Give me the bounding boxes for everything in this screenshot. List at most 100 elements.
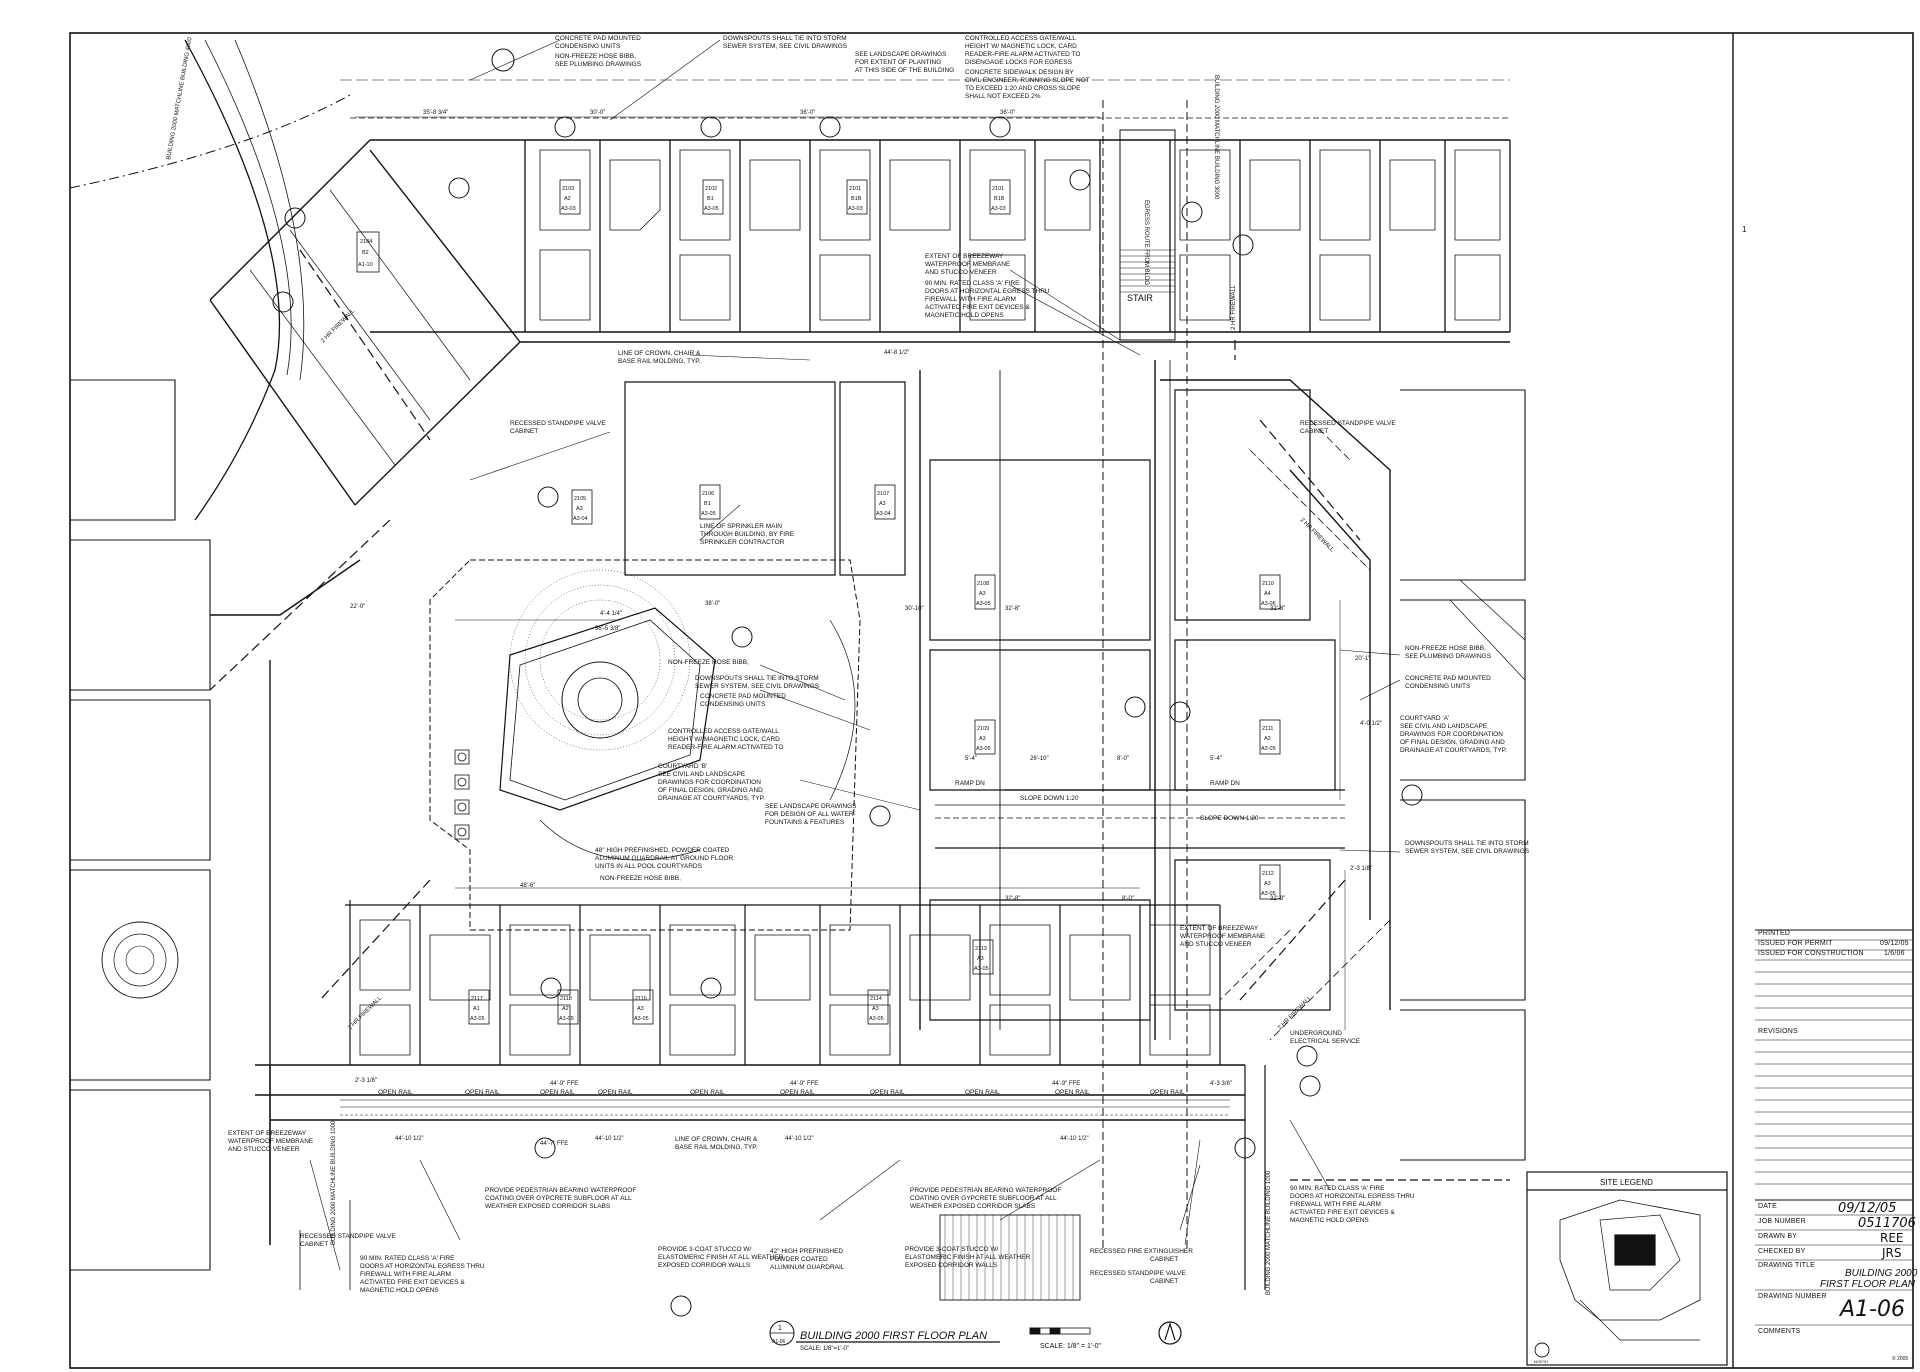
note-text: DOORS AT HORIZONTAL EGRESS THRU (925, 288, 1050, 295)
svg-text:SEWER SYSTEM, SEE CIVIL DRAWIN: SEWER SYSTEM, SEE CIVIL DRAWINGS (723, 43, 848, 50)
comments-label: COMMENTS (1758, 1328, 1801, 1335)
open-rail (340, 1099, 1230, 1116)
tag-text: A3 (576, 506, 583, 512)
dimension-text: 35'-8 3/4" 30'-0" 36'-0" 36'-0" 38'-0" 4… (350, 110, 1382, 1147)
slope-label: SLOPE DOWN 1:20 (1020, 795, 1079, 802)
note-text: ACTIVATED FIRE EXIT DEVICES & (1290, 1209, 1395, 1216)
svg-text:DRAINAGE AT COURTYARDS, TYP.: DRAINAGE AT COURTYARDS, TYP. (658, 795, 765, 802)
tag-text: 22'-0" (350, 604, 365, 610)
left-units (70, 379, 211, 1271)
svg-text:MAGNETIC HOLD OPENS: MAGNETIC HOLD OPENS (925, 312, 1004, 319)
svg-text:SEE CIVIL AND LANDSCAPE: SEE CIVIL AND LANDSCAPE (1400, 723, 1488, 730)
matchline-label: BUILDING 2000 MATCHLINE BUILDING 4000 (166, 36, 194, 160)
svg-text:OPEN RAIL: OPEN RAIL (540, 1089, 575, 1096)
top-wing-outline (370, 139, 1510, 343)
tag-text: 2103 (562, 186, 574, 192)
note-text: CONDENSING UNITS (1405, 683, 1471, 690)
site-legend-title: SITE LEGEND (1600, 1178, 1653, 1187)
svg-text:COATING OVER GYPCRETE SUBFLOOR: COATING OVER GYPCRETE SUBFLOOR AT ALL (485, 1195, 632, 1202)
tag-text: 5'-4" (1210, 756, 1222, 762)
firewall-label: 2 HR FIREWALL (320, 308, 357, 345)
checked-by-value: JRS (1882, 1246, 1902, 1260)
note-text: ELASTOMERIC FINISH AT ALL WEATHER (905, 1254, 1031, 1261)
svg-text:HEIGHT W/ MAGNETIC LOCK, CARD: HEIGHT W/ MAGNETIC LOCK, CARD (965, 43, 1077, 50)
tag-text: 32'-8" (1270, 606, 1285, 612)
note-text: SEE LANDSCAPE DRAWINGS (765, 803, 857, 810)
note-text: POWDER COATED (770, 1256, 828, 1263)
tag-text: A3-05 (976, 746, 991, 752)
svg-text:EXTENT OF BREEZEWAY: EXTENT OF BREEZEWAY (228, 1130, 307, 1137)
svg-text:FIREWALL WITH FIRE ALARM: FIREWALL WITH FIRE ALARM (1290, 1201, 1381, 1208)
note-text: SPRINKLER CONTRACTOR (700, 539, 785, 546)
note-text: FOUNTAINS & FEATURES (765, 819, 845, 826)
tag-text: A3-05 (559, 1016, 574, 1022)
svg-text:SHALL NOT EXCEED 2%: SHALL NOT EXCEED 2% (965, 93, 1041, 100)
svg-text:COURTYARD 'A': COURTYARD 'A' (1400, 715, 1449, 722)
svg-text:BASE RAIL MOLDING, TYP.: BASE RAIL MOLDING, TYP. (618, 358, 701, 365)
svg-text:COATING OVER GYPCRETE SUBFLOOR: COATING OVER GYPCRETE SUBFLOOR AT ALL (910, 1195, 1057, 1202)
note-text: CONCRETE PAD MOUNTED (555, 35, 641, 42)
note-text: AND STUCCO VENEER (1180, 941, 1252, 948)
drawing-title-label: DRAWING TITLE (1758, 1262, 1816, 1269)
plan-scale-small: SCALE: 1/8"=1'-0" (800, 1346, 849, 1352)
note-text: CABINET (300, 1241, 328, 1248)
matchline-arc-1 (184, 39, 281, 521)
note-text: DOORS AT HORIZONTAL EGRESS THRU (360, 1263, 485, 1270)
tag-text: 2104 (360, 239, 372, 245)
note-text: CABINET (510, 428, 538, 435)
svg-text:OPEN RAIL: OPEN RAIL (690, 1089, 725, 1096)
center-units (624, 381, 1345, 1021)
svg-text:FIREWALL WITH FIRE ALARM: FIREWALL WITH FIRE ALARM (925, 296, 1016, 303)
svg-text:NON-FREEZE HOSE BIBB,: NON-FREEZE HOSE BIBB, (1405, 645, 1486, 652)
svg-text:AND STUCCO VENEER: AND STUCCO VENEER (925, 269, 997, 276)
svg-text:FOR EXTENT OF PLANTING: FOR EXTENT OF PLANTING (855, 59, 941, 66)
plan-title-number: 1 (778, 1325, 782, 1332)
svg-text:WEATHER EXPOSED CORRIDOR SLABS: WEATHER EXPOSED CORRIDOR SLABS (910, 1203, 1036, 1210)
tag-text: 2114 (870, 996, 882, 1002)
tag-text: A3-05 (704, 206, 719, 212)
tag-text: A3-05 (974, 966, 989, 972)
tag-text: 44'-10 1/2" (395, 1136, 424, 1142)
note-text: FIREWALL WITH FIRE ALARM (925, 296, 1016, 303)
note-text: MAGNETIC HOLD OPENS (1290, 1217, 1369, 1224)
note-text: RECESSED STANDPIPE VALVE (1090, 1270, 1186, 1277)
tag-text: 36'-5 3/8" (595, 626, 620, 632)
tag-text: 8'-0" (1117, 756, 1129, 762)
svg-text:90 MIN. RATED CLASS 'A' FIRE: 90 MIN. RATED CLASS 'A' FIRE (1290, 1185, 1385, 1192)
site-legend-box (1526, 1171, 1728, 1366)
note-text: 42" HIGH PREFINISHED (770, 1248, 843, 1255)
svg-text:THROUGH BUILDING, BY FIRE: THROUGH BUILDING, BY FIRE (700, 531, 795, 538)
svg-text:ELECTRICAL SERVICE: ELECTRICAL SERVICE (1290, 1038, 1361, 1045)
svg-text:SEWER SYSTEM, SEE CIVIL DRAWIN: SEWER SYSTEM, SEE CIVIL DRAWINGS (1405, 848, 1530, 855)
open-rail-label: OPEN RAIL (780, 1089, 815, 1096)
svg-text:PROVIDE 3-COAT STUCCO W/: PROVIDE 3-COAT STUCCO W/ (658, 1246, 751, 1253)
svg-text:RECESSED STANDPIPE VALVE: RECESSED STANDPIPE VALVE (510, 420, 606, 427)
tag-text: 2108 (977, 581, 989, 587)
tag-text: A3-04 (876, 511, 891, 517)
svg-text:DISENGAGE LOCKS FOR EGRESS: DISENGAGE LOCKS FOR EGRESS (965, 59, 1073, 66)
svg-text:COURTYARD 'B': COURTYARD 'B' (658, 763, 707, 770)
note-text: SEE CIVIL AND LANDSCAPE (658, 771, 746, 778)
tag-text: A3-03 (848, 206, 863, 212)
matchline-arc-3 (204, 39, 292, 376)
tag-text: A3 (977, 956, 984, 962)
svg-text:EXPOSED CORRIDOR WALLS: EXPOSED CORRIDOR WALLS (658, 1262, 751, 1269)
revisions-heading: REVISIONS (1758, 1028, 1798, 1035)
firewall-label: 2 HR FIREWALL (1299, 517, 1336, 554)
open-rail-label: OPEN RAIL (1150, 1089, 1185, 1096)
note-text: 90 MIN. RATED CLASS 'A' FIRE (925, 280, 1020, 287)
tag-text: 2117 (471, 996, 483, 1002)
svg-text:ACTIVATED FIRE EXIT DEVICES &: ACTIVATED FIRE EXIT DEVICES & (925, 304, 1030, 311)
issue-1: ISSUED FOR PERMIT (1758, 940, 1833, 947)
note-text: AND STUCCO VENEER (925, 269, 997, 276)
note-text: WATERPROOF MEMBRANE (228, 1138, 314, 1145)
note-text: PROVIDE PEDESTRIAN BEARING WATERPROOF (910, 1187, 1061, 1194)
egress-label: EGRESS ROUTE FROM BLDG (1143, 200, 1149, 285)
unit-tags (356, 179, 1281, 1025)
svg-text:AND STUCCO VENEER: AND STUCCO VENEER (1180, 941, 1252, 948)
tag-text: A3-05 (634, 1016, 649, 1022)
svg-text:FOR DESIGN OF ALL WATER: FOR DESIGN OF ALL WATER (765, 811, 854, 818)
section-callouts (272, 48, 1423, 1317)
tag-text: A3 (1264, 881, 1271, 887)
